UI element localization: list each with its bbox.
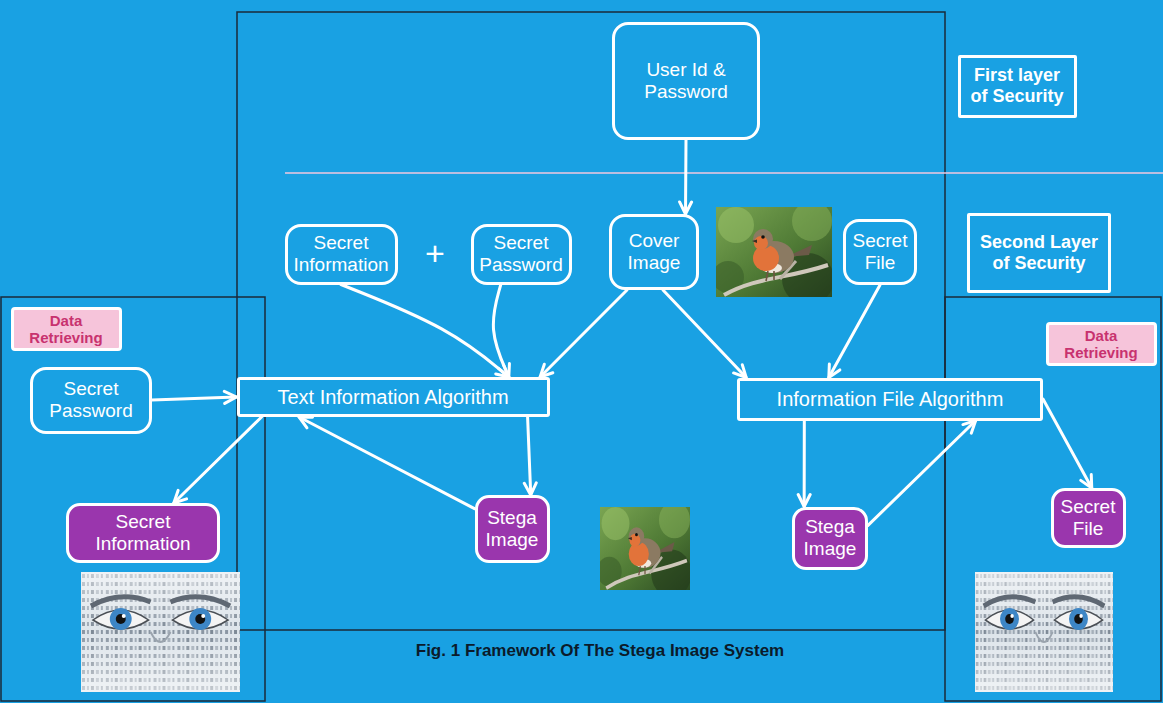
node-text: Secret Information xyxy=(74,511,212,555)
node-text: Information File Algorithm xyxy=(745,388,1035,411)
node-text: Stega Image xyxy=(483,507,542,551)
output-box: Secret File xyxy=(1051,488,1126,548)
node-text: Second Layer of Security xyxy=(978,232,1100,273)
node-text: Secret Password xyxy=(479,232,564,276)
output-box: Secret Information xyxy=(66,503,220,563)
flow-arrow xyxy=(299,417,474,509)
node-text: Secret Information xyxy=(293,232,390,276)
stega-box: Stega Image xyxy=(475,495,550,563)
input-box: Secret Password xyxy=(471,224,572,285)
node-text: Secret File xyxy=(851,230,909,274)
flow-arrow xyxy=(528,417,531,495)
flow-arrow xyxy=(829,285,880,378)
node-text: Secret Password xyxy=(38,378,144,422)
stega-image-photo xyxy=(597,501,692,597)
cover-image-photo xyxy=(712,201,834,305)
flow-arrow xyxy=(1043,399,1092,488)
flow-arrow xyxy=(540,290,627,377)
input-box: Secret File xyxy=(843,219,917,285)
secret-eyes-picture xyxy=(81,572,240,692)
input-box: Secret Password xyxy=(30,367,152,434)
node-text: Data Retrieving xyxy=(22,312,111,347)
flow-arrow xyxy=(152,397,237,400)
section-tag: Data Retrieving xyxy=(11,307,122,352)
section-tag: Data Retrieving xyxy=(1046,322,1157,367)
right-panel xyxy=(945,297,1161,701)
node-text: First layer of Security xyxy=(969,65,1066,106)
left-panel xyxy=(1,297,265,701)
layer-label: First layer of Security xyxy=(958,55,1077,118)
node-text: Data Retrieving xyxy=(1057,327,1146,362)
input-box: Secret Information xyxy=(285,224,398,285)
algorithm-box: Information File Algorithm xyxy=(737,378,1043,421)
central-panel xyxy=(237,12,945,630)
stega-box: Stega Image xyxy=(792,507,868,570)
input-box: Cover Image xyxy=(609,214,699,290)
flow-arrow xyxy=(803,421,806,507)
node-text: Cover Image xyxy=(617,230,691,274)
flow-arrow xyxy=(341,285,509,378)
layer-label: Second Layer of Security xyxy=(967,213,1111,293)
flow-arrow xyxy=(868,421,976,526)
secret-eyes-picture xyxy=(975,572,1113,692)
node-text: User Id & Password xyxy=(620,59,752,103)
algorithm-box: Text Information Algorithm xyxy=(237,377,550,417)
flow-arrow xyxy=(174,417,262,503)
node-text: Text Information Algorithm xyxy=(245,386,542,409)
login-box: User Id & Password xyxy=(612,22,760,140)
flow-arrow xyxy=(684,140,688,214)
layer-divider xyxy=(285,172,1163,174)
flow-arrow xyxy=(663,290,746,378)
node-text: Stega Image xyxy=(800,516,860,560)
node-text: Secret File xyxy=(1059,496,1118,540)
plus-sign: + xyxy=(420,236,450,270)
flow-arrow xyxy=(493,285,508,378)
figure-caption: Fig. 1 Framework Of The Stega Image Syst… xyxy=(300,641,900,661)
